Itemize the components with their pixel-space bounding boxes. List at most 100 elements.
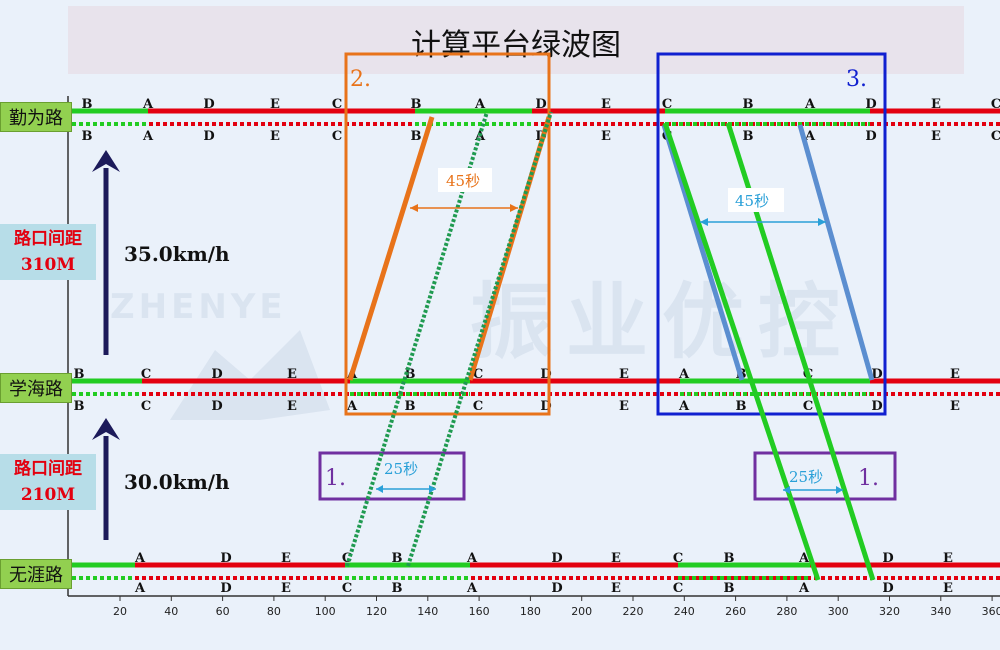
segment-distance-value-1: 310M [20,255,76,275]
x-tick-label: 360 [982,605,1000,618]
signal-phase-letter: D [865,129,876,144]
road-label-xuehai: 学海路 [0,373,72,403]
signal-phase-letter: B [82,129,93,144]
signal-phase-letter: B [743,97,754,112]
green-wave-line-1 [662,122,821,581]
signal-phase-letter: E [950,367,960,382]
gap-label-45-left: 45秒 [446,172,480,190]
x-tick-label: 180 [520,605,541,618]
signal-phase-letter: D [203,129,214,144]
gap-label-bg-45-right [728,188,784,212]
signal-phase-letter: B [743,129,754,144]
signal-phase-letter: D [551,581,562,596]
signal-phase-letter: C [991,129,1000,144]
signal-phase-letter: B [736,399,747,414]
signal-phase-letter: D [882,551,893,566]
signal-phase-letter: D [211,367,222,382]
signal-phase-letter: D [220,581,231,596]
orange-band-line-right [467,116,552,381]
box-label-2: 2. [350,67,371,92]
signal-phase-letter: C [332,97,342,112]
signal-phase-letter: C [332,129,342,144]
x-tick-label: 120 [366,605,387,618]
signal-phase-letter: C [342,551,352,566]
signal-phase-letter: D [220,551,231,566]
signal-phase-letter: E [943,581,953,596]
signal-phase-letter: C [662,97,672,112]
x-tick-label: 80 [267,605,281,618]
signal-phase-letter: A [142,97,154,112]
signal-phase-letter: A [804,97,816,112]
signal-phase-letter: E [281,551,291,566]
signal-phase-letter: E [270,97,280,112]
segment-distance-box-1: 路口间距 310M [0,224,96,280]
segment-speed-2: 30.0km/h [124,470,230,494]
signal-phase-letter: C [803,399,813,414]
signal-phase-letter: D [551,551,562,566]
signal-phase-letter: B [411,129,422,144]
signal-phase-letter: E [270,129,280,144]
signal-phase-letter: E [931,129,941,144]
x-tick-label: 60 [216,605,230,618]
segment-distance-label-1: 路口间距 [14,229,82,249]
title-band: 计算平台绿波图 [68,6,964,74]
purple-band-box-right [753,451,897,501]
signal-phase-letter: E [619,367,629,382]
segment-distance-value-2: 210M [20,485,76,505]
signal-phase-letter: C [991,97,1000,112]
signal-phase-letter: A [474,129,486,144]
signal-phase-letter: E [931,97,941,112]
road-label-wuya: 无涯路 [0,559,72,589]
signal-phase-letter: B [724,581,735,596]
purple-band-box-left [318,451,466,501]
x-tick-label: 260 [725,605,746,618]
signal-phase-letter: E [601,129,611,144]
signal-phase-letter: A [134,581,146,596]
signal-phase-letter: C [141,367,151,382]
segment-speed-1: 35.0km/h [124,242,230,266]
gap-label-45-right: 45秒 [735,192,769,210]
signal-phase-letter: A [804,129,816,144]
blue-band-line-left [661,124,745,381]
box-label-3: 3. [846,67,867,92]
x-tick-label: 200 [571,605,592,618]
band-label-1-right: 1. [858,466,879,491]
signal-phase-letter: A [798,581,810,596]
signal-phase-letter: D [865,97,876,112]
signal-phase-letter: B [74,367,85,382]
signal-phase-letter: C [473,367,483,382]
signal-phase-letter: E [611,581,621,596]
gap-arrow-25-left [376,485,436,493]
x-tick-label: 240 [674,605,695,618]
signal-phase-letter: D [540,399,551,414]
signal-phase-letter: D [871,367,882,382]
blue-window-box [656,52,887,416]
signal-phase-letter: A [466,551,478,566]
signal-phase-letter: C [141,399,151,414]
signal-phase-letter: B [724,551,735,566]
signal-phase-letter: B [74,399,85,414]
gap-arrow-45-right [700,218,826,226]
gap-label-25-left: 25秒 [384,460,418,478]
orange-band-line-left [347,116,435,381]
x-tick-label: 220 [623,605,644,618]
road-label-qinwei: 勤为路 [0,102,72,132]
signal-phase-letter: A [678,399,690,414]
speed-arrow-up-2 [92,418,120,540]
x-tick-label: 280 [776,605,797,618]
watermark-logo-mark [170,330,330,420]
x-tick-label: 140 [417,605,438,618]
signal-phase-letter: B [405,367,416,382]
signal-phase-letter: E [601,97,611,112]
x-tick-label: 300 [828,605,849,618]
signal-bars [72,108,1000,580]
x-tick-label: 340 [930,605,951,618]
signal-phase-letter: E [943,551,953,566]
signal-phase-letter: C [473,399,483,414]
signal-phase-letter: D [540,367,551,382]
signal-phase-letter: B [411,97,422,112]
orange-window-box [344,52,551,416]
signal-phase-letter: D [535,97,546,112]
signal-phase-letter: A [134,551,146,566]
